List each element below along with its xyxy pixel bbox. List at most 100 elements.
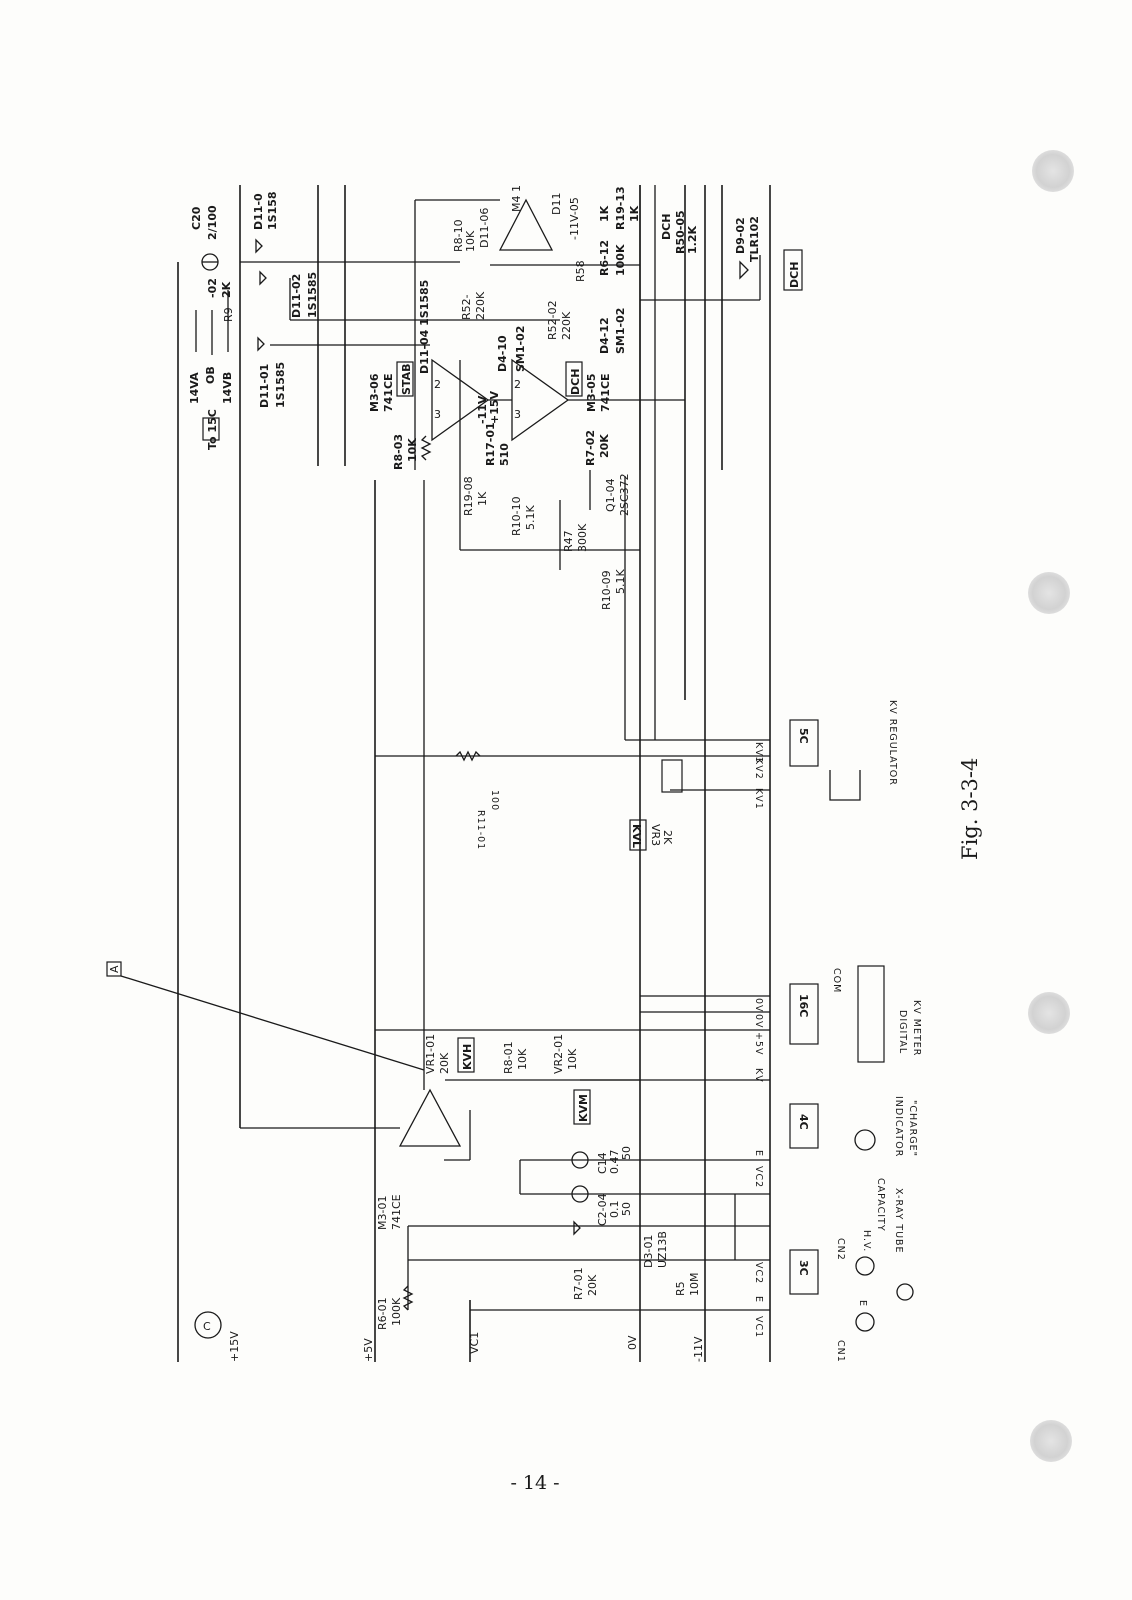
rail-m11v-label: -11V bbox=[692, 1336, 705, 1362]
stab-box bbox=[396, 361, 414, 397]
r11-01-label: R11-01 bbox=[475, 810, 486, 850]
c2-04-value: 0.1 bbox=[608, 1201, 621, 1219]
d4-10-label: D4-10 bbox=[496, 335, 509, 372]
d11-x-label: D11 bbox=[550, 193, 563, 215]
dch-mid-label: DCH bbox=[569, 369, 582, 395]
d11-02-label: D11-02 bbox=[290, 274, 303, 318]
punch-hole-bottom bbox=[1030, 1420, 1072, 1462]
m3-05-pin3: 3 bbox=[514, 408, 521, 421]
vr2-01-value: 10K bbox=[566, 1048, 579, 1070]
m11v-local: -11V bbox=[476, 395, 489, 424]
r8-10-value: 10K bbox=[464, 230, 477, 252]
cn2-label: CN2 bbox=[835, 1238, 846, 1261]
hv-pin-vc1: VC1 bbox=[753, 1316, 764, 1338]
m3-01-opamp bbox=[398, 1088, 462, 1147]
c20-label: C20 bbox=[190, 206, 203, 230]
d9-02-led bbox=[739, 260, 749, 280]
indicator-title-2: "CHARGE" bbox=[907, 1100, 918, 1157]
dch-box-bottom bbox=[783, 249, 803, 291]
r50-05-value: 1.2K bbox=[686, 226, 699, 254]
point-a-wire bbox=[120, 975, 425, 1071]
r10-09-value: 5.1K bbox=[614, 569, 627, 594]
kv2-pin: KV2 bbox=[753, 758, 764, 780]
xray-title: X-RAY TUBE bbox=[893, 1188, 904, 1254]
r5-value: 10M bbox=[688, 1273, 701, 1297]
hv-title-1: H.V. bbox=[861, 1230, 872, 1252]
d3-01-diode bbox=[573, 1220, 581, 1236]
m3-01-label: M3-01 bbox=[376, 1196, 389, 1230]
r19-13-a: 1K bbox=[598, 205, 611, 222]
kv-meter-pin-0v-a: 0V bbox=[753, 998, 764, 1013]
figure-caption: Fig. 3-3-4 bbox=[958, 757, 982, 860]
d11-02-diode bbox=[259, 270, 267, 286]
kv-regulator-title: KV REGULATOR bbox=[887, 700, 898, 786]
indicator-lamp bbox=[854, 1129, 876, 1151]
m3-06-value: 741CE bbox=[382, 373, 395, 412]
ob-label: OB bbox=[204, 366, 217, 384]
c-indicator-cap bbox=[571, 1185, 589, 1203]
r9b-label: -02 bbox=[206, 278, 219, 298]
rail-15v-label: +15V bbox=[228, 1331, 241, 1362]
r7-02-value: 20K bbox=[598, 434, 611, 458]
r6-12-label: R6-12 bbox=[598, 240, 611, 276]
r8-01-value: 10K bbox=[516, 1048, 529, 1070]
c14-volt: 50 bbox=[620, 1146, 633, 1160]
r19-08-label: R19-08 bbox=[462, 476, 475, 516]
connector-4c bbox=[789, 1103, 819, 1149]
c14-label: C14 bbox=[596, 1152, 609, 1174]
r17-01-value: 510 bbox=[498, 443, 511, 466]
m3-05-label: M3-05 bbox=[585, 374, 598, 412]
hv-pin-e: E bbox=[753, 1296, 764, 1303]
c2-04-label: C2-04 bbox=[596, 1193, 609, 1226]
page-number: - 14 - bbox=[510, 1472, 560, 1494]
indicator-title-1: INDICATOR bbox=[893, 1096, 904, 1157]
c14-capacitor bbox=[571, 1151, 589, 1169]
m4-opamp bbox=[498, 198, 554, 251]
punch-hole-top bbox=[1032, 150, 1074, 192]
rail-0v-label: 0V bbox=[626, 1335, 639, 1350]
hv-pin-vc2: VC2 bbox=[753, 1262, 764, 1284]
kvm-box bbox=[573, 1089, 591, 1125]
r10-10-label: R10-10 bbox=[510, 496, 523, 536]
d11-03-diode bbox=[255, 238, 263, 254]
d4-10-value: SM1-02 bbox=[514, 326, 527, 372]
r47-label: R47 bbox=[562, 530, 575, 552]
r50-05-label: R50-05 bbox=[674, 210, 687, 254]
r7-01-value: 20K bbox=[586, 1274, 599, 1296]
r6-01-label: R6-01 bbox=[376, 1297, 389, 1330]
c20-value: 2/100 bbox=[206, 205, 219, 240]
r6-01-resistor bbox=[402, 1285, 414, 1311]
connector-3c-label: 3C bbox=[797, 1260, 810, 1276]
d11-06-label: D11-06 bbox=[478, 208, 491, 248]
connector-16c-label: 16C bbox=[797, 994, 810, 1017]
vr1-01-value: 20K bbox=[438, 1052, 451, 1074]
c2-04-volt: 50 bbox=[620, 1202, 633, 1216]
kv-regulator-pot bbox=[829, 770, 861, 801]
vr1-01-label: VR1-01 bbox=[424, 1034, 437, 1074]
m4-label: M4 1 bbox=[510, 185, 523, 212]
kv1-pin: KV1 bbox=[753, 788, 764, 810]
m3-06-pin3: 3 bbox=[434, 408, 441, 421]
r11-01-resistor bbox=[455, 750, 481, 762]
d4-12-value: SM1-02 bbox=[614, 308, 627, 354]
r7-02-label: R7-02 bbox=[584, 430, 597, 466]
r47-value: 300K bbox=[576, 523, 589, 552]
r19-08-value: 1K bbox=[476, 491, 489, 506]
dch-top-label: DCH bbox=[660, 214, 673, 240]
dch-box-label: DCH bbox=[788, 262, 801, 288]
dch-box-mid bbox=[565, 361, 583, 397]
r8-10-label: R8-10 bbox=[452, 219, 465, 252]
r5-label: R5 bbox=[674, 1281, 687, 1296]
connector-5c bbox=[789, 719, 819, 767]
kv-meter-pin-5v: +5V bbox=[753, 1032, 764, 1056]
kv-meter-title-1: DIGITAL bbox=[897, 1010, 908, 1054]
kv-meter-display bbox=[857, 965, 885, 1063]
point-a-label: A bbox=[108, 965, 121, 973]
r8-01-label: R8-01 bbox=[502, 1041, 515, 1074]
m3-05-pin2: 2 bbox=[514, 378, 521, 391]
m3-06-label: M3-06 bbox=[368, 373, 381, 412]
r52a-value: 220K bbox=[474, 291, 487, 320]
r10-09-label: R10-09 bbox=[600, 570, 613, 610]
